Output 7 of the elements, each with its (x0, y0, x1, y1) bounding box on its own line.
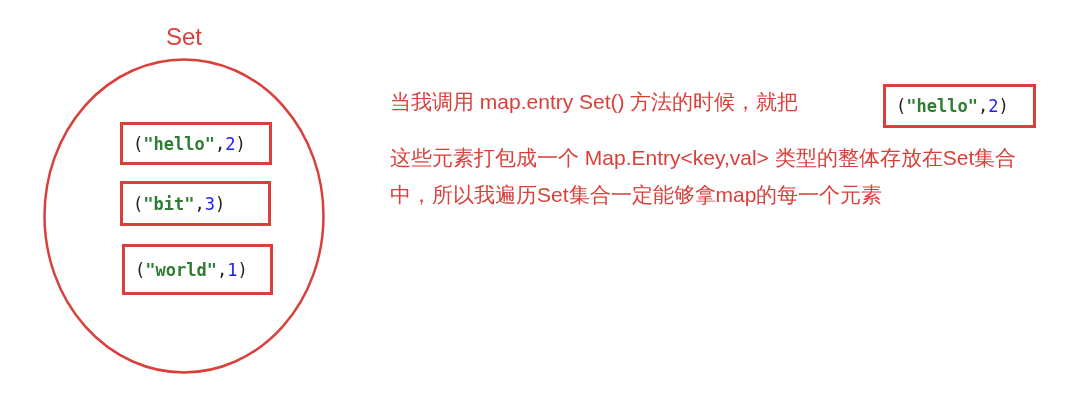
explanation-text: 这些元素打包成一个 Map.Entry<key,val> 类型的整体存放在Set集合中，所以我遍历Set集合一定能够拿map的每一个元素 (390, 145, 1018, 208)
entry-box: ("world",1) (122, 244, 273, 295)
set-heading: Set (165, 22, 203, 52)
entry-box: ("bit",3) (120, 181, 271, 226)
entry-box: ("hello",2) (120, 122, 272, 165)
explanation-text: 当我调用 map.entry Set() 方法的时候，就把 (390, 89, 800, 115)
entry-box: ("hello",2) (883, 84, 1036, 128)
